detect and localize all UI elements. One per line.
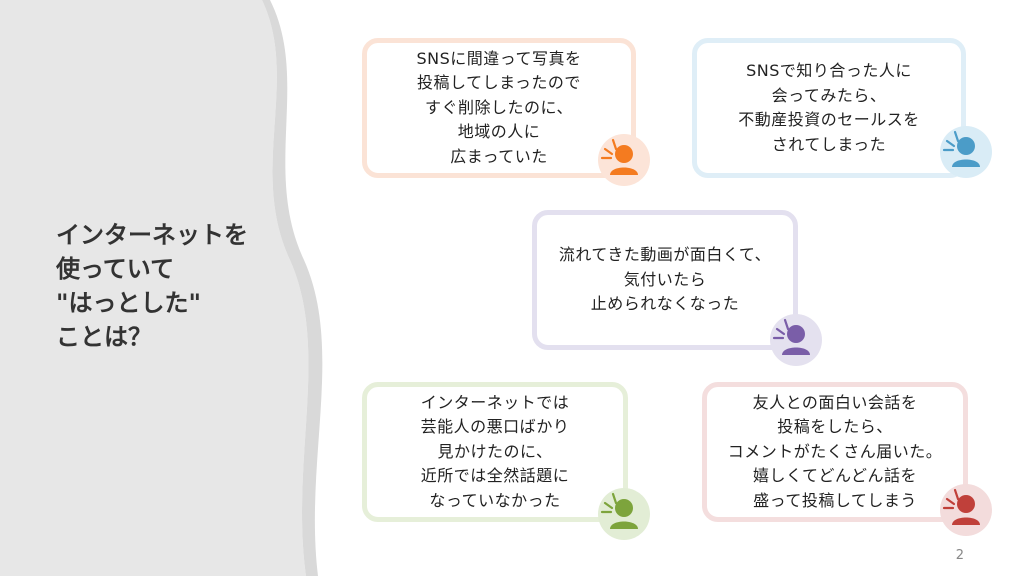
person-icon	[770, 314, 822, 366]
story-card-3-text: 流れてきた動画が面白くて、 気付いたら 止められなくなった	[558, 245, 772, 314]
story-card-5-text: 友人との面白い会話を 投稿をしたら、 コメントがたくさん届いた。 嬉しくてどんど…	[727, 392, 943, 510]
story-card-2-text: SNSで知り合った人に 会ってみたら、 不動産投資のセールスを されてしまった	[738, 61, 920, 154]
story-card-2: SNSで知り合った人に 会ってみたら、 不動産投資のセールスを されてしまった	[692, 38, 966, 178]
story-card-1: SNSに間違って写真を 投稿してしまったので すぐ削除したのに、 地域の人に 広…	[362, 38, 636, 178]
slide-title: インターネットを 使っていて "はっとした" ことは？	[56, 221, 248, 351]
story-card-4-text: インターネットでは 芸能人の悪口ばかり 見かけたのに、 近所では全然話題に なっ…	[420, 392, 570, 510]
story-card-4: インターネットでは 芸能人の悪口ばかり 見かけたのに、 近所では全然話題に なっ…	[362, 382, 628, 522]
story-card-3: 流れてきた動画が面白くて、 気付いたら 止められなくなった	[532, 210, 798, 350]
person-icon	[940, 126, 992, 178]
story-card-1-text: SNSに間違って写真を 投稿してしまったので すぐ削除したのに、 地域の人に 広…	[416, 48, 582, 166]
story-card-5: 友人との面白い会話を 投稿をしたら、 コメントがたくさん届いた。 嬉しくてどんど…	[702, 382, 968, 522]
person-icon	[598, 488, 650, 540]
page-number: 2	[955, 548, 964, 563]
person-icon	[598, 134, 650, 186]
person-icon	[940, 484, 992, 536]
